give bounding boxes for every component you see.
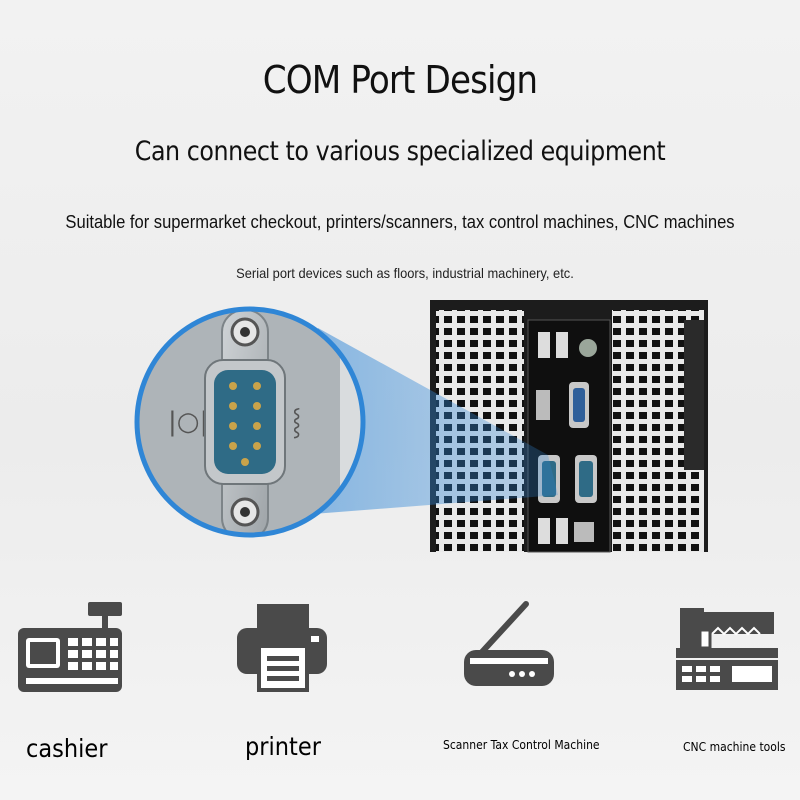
hero-illustration: |○| ⸾ [134, 300, 708, 553]
magnified-com-port: |○| ⸾ [134, 306, 366, 538]
svg-text:⸾: ⸾ [292, 407, 301, 439]
page-title: COM Port Design [262, 58, 538, 102]
device-label-printer: printer [245, 732, 321, 761]
highlight-beam [300, 328, 558, 515]
svg-text:|○|: |○| [168, 407, 208, 437]
note-text: Serial port devices such as floors, indu… [236, 265, 574, 281]
device-label-cashier: cashier [26, 734, 108, 763]
scanner-icon [464, 601, 554, 686]
cnc-machine-icon [676, 608, 778, 690]
description-text: Suitable for supermarket checkout, print… [65, 212, 735, 232]
cash-register-icon [18, 602, 122, 692]
pc-rear-panel [430, 300, 708, 553]
printer-icon [237, 604, 327, 692]
device-label-cnc: CNC machine tools [683, 740, 786, 754]
page-subtitle: Can connect to various specialized equip… [134, 136, 666, 167]
device-label-scanner: Scanner Tax Control Machine [443, 738, 600, 752]
